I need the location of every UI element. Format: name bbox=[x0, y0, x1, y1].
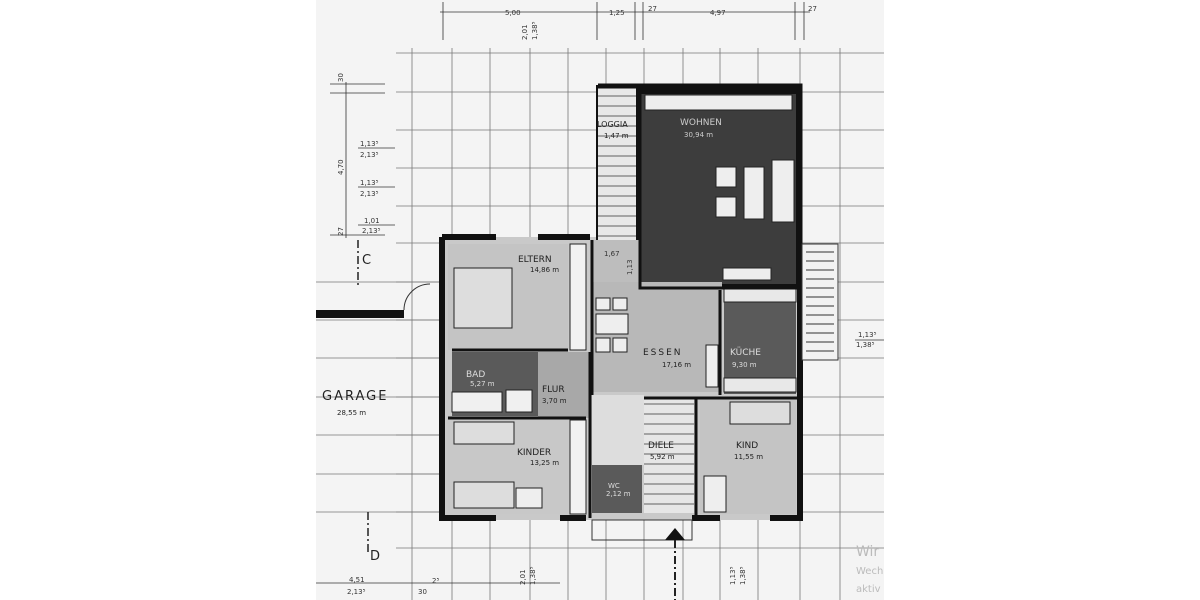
svg-text:D: D bbox=[370, 549, 382, 564]
room-area-flur: 3,70 m bbox=[542, 397, 567, 405]
bottom-dim-2: 30 bbox=[418, 588, 427, 596]
room-area-essen: 17,16 m bbox=[662, 361, 691, 369]
window-dim-1a: 1,13⁵ bbox=[360, 140, 379, 148]
room-area-loggia: 1,47 m bbox=[604, 132, 629, 140]
window-dim-2a: 1,13⁵ bbox=[360, 179, 379, 187]
window-dim-3b: 2,13⁵ bbox=[362, 227, 381, 235]
bottom-dim-5b: 1,38⁵ bbox=[739, 566, 747, 585]
window-dim-1b: 2,13⁵ bbox=[360, 151, 379, 159]
room-label-flur: FLUR bbox=[542, 385, 565, 395]
window-dim-3a: 1,01 bbox=[364, 217, 380, 225]
activation-watermark: Wir Wech aktiv bbox=[856, 544, 883, 595]
room-labels: WOHNEN 30,94 m LOGGIA 1,47 m ELTERN 14,8… bbox=[466, 118, 763, 498]
dim-left-3: 27 bbox=[337, 227, 345, 236]
room-kueche bbox=[724, 288, 796, 394]
inner-dim-1: 1,67 bbox=[604, 250, 620, 258]
room-area-bad: 5,27 m bbox=[470, 380, 495, 388]
room-label-bad: BAD bbox=[466, 370, 485, 380]
exterior-stair bbox=[801, 243, 839, 361]
inner-dimension-labels: 1,67 1,13 bbox=[604, 250, 634, 275]
dimension-lines bbox=[316, 2, 884, 584]
room-label-loggia: LOGGIA bbox=[597, 120, 628, 129]
stairs bbox=[592, 395, 644, 465]
room-area-wohnen: 30,94 m bbox=[684, 131, 713, 139]
room-loggia bbox=[598, 88, 636, 240]
room-label-kinder: KINDER bbox=[517, 448, 551, 458]
room-label-kueche: KÜCHE bbox=[730, 347, 761, 358]
right-dim-a: 1,13⁵ bbox=[858, 331, 877, 339]
room-label-kind: KIND bbox=[736, 441, 758, 451]
bottom-dim-1b: 2,13⁵ bbox=[347, 588, 366, 596]
room-label-wc: WC bbox=[608, 482, 620, 490]
room-essen bbox=[592, 282, 722, 392]
section-mark-d: D bbox=[367, 512, 382, 564]
dim-left-2: 4,70 bbox=[337, 159, 345, 175]
inner-dim-2: 1,13 bbox=[626, 259, 634, 275]
bottom-dim-3: 2⁵ bbox=[432, 577, 439, 585]
room-area-wc: 2,12 m bbox=[606, 490, 631, 498]
room-area-diele: 5,92 m bbox=[650, 453, 675, 461]
garage: GARAGE 28,55 m bbox=[316, 283, 431, 417]
bottom-dim-1a: 4,51 bbox=[349, 576, 365, 584]
section-mark-c: C bbox=[357, 240, 373, 285]
svg-text:Wir: Wir bbox=[856, 544, 879, 560]
dim-top-1: 5,00 bbox=[505, 9, 521, 17]
walls bbox=[439, 83, 803, 521]
bottom-dim-4b: 1,38⁵ bbox=[529, 566, 537, 585]
entrance bbox=[591, 519, 693, 600]
room-label-essen: ESSEN bbox=[643, 348, 683, 358]
room-flur bbox=[538, 352, 590, 418]
dimension-labels: 5,00 1,25 27 4,97 27 2,01 1,38⁵ 30 4,70 … bbox=[337, 5, 877, 596]
window-dim-2b: 2,13⁵ bbox=[360, 190, 379, 198]
svg-text:Wech: Wech bbox=[856, 566, 883, 577]
room-label-eltern: ELTERN bbox=[518, 255, 552, 265]
dim-top-3: 27 bbox=[648, 5, 657, 13]
dim-left-1: 30 bbox=[337, 73, 345, 82]
house bbox=[439, 83, 839, 600]
room-label-wohnen: WOHNEN bbox=[680, 118, 722, 128]
room-wc bbox=[592, 465, 642, 513]
svg-text:C: C bbox=[362, 253, 373, 268]
dim-top-2: 1,25 bbox=[609, 9, 625, 17]
svg-text:aktiv: aktiv bbox=[856, 584, 881, 595]
furniture bbox=[453, 159, 795, 513]
dim-top-5: 27 bbox=[808, 5, 817, 13]
dim-top-4: 4,97 bbox=[710, 9, 726, 17]
dim-top-vert-2: 1,38⁵ bbox=[531, 21, 539, 40]
room-label-garage: GARAGE bbox=[322, 389, 388, 404]
room-area-kueche: 9,30 m bbox=[732, 361, 757, 369]
bottom-dim-5a: 1,13⁵ bbox=[729, 566, 737, 585]
room-area-kind: 11,55 m bbox=[734, 453, 763, 461]
bottom-dim-4a: 2,01 bbox=[519, 569, 527, 585]
room-area-kinder: 13,25 m bbox=[530, 459, 559, 467]
room-wohnen bbox=[641, 94, 796, 284]
room-area-eltern: 14,86 m bbox=[530, 266, 559, 274]
room-label-diele: DIELE bbox=[648, 441, 674, 451]
room-area-garage: 28,55 m bbox=[337, 409, 366, 417]
dim-top-vert-1: 2,01 bbox=[521, 24, 529, 40]
right-dim-b: 1,38⁵ bbox=[856, 341, 875, 349]
